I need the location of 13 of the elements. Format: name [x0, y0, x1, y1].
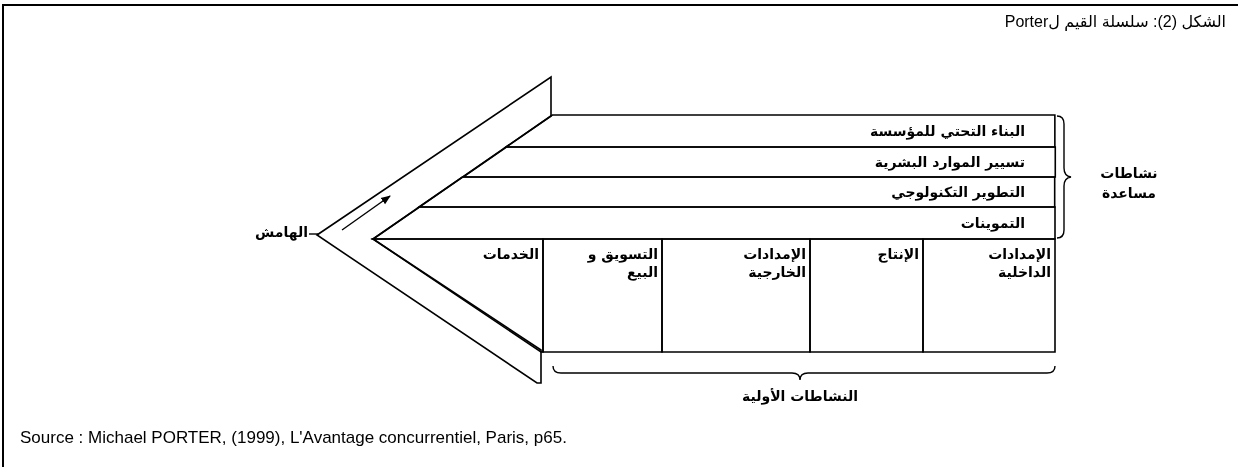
primary-activity-column: الإمدادات الخارجية — [662, 239, 810, 352]
group-label: نشاطات مساعدة — [1099, 164, 1159, 203]
primary-activity-column: التسويق و البيع — [543, 239, 662, 352]
source-caption: Source : Michael PORTER, (1999), L'Avantage concurrentiel, Paris, p65. — [20, 428, 567, 448]
margin-label: الهامش — [246, 224, 308, 244]
primary-activity-column: الإنتاج — [810, 239, 923, 352]
primary-activity-column: الإمدادات الداخلية — [923, 239, 1055, 352]
support-activity-band: التطوير التكنولوجي — [419, 177, 1055, 207]
margin-chevron — [317, 77, 551, 383]
support-activity-band: التموينات — [373, 207, 1055, 239]
leader-line — [308, 233, 320, 235]
figure-title: الشكل (2): سلسلة القيم لPorter — [1004, 12, 1226, 31]
group-label: النشاطات الأولية — [740, 387, 859, 406]
